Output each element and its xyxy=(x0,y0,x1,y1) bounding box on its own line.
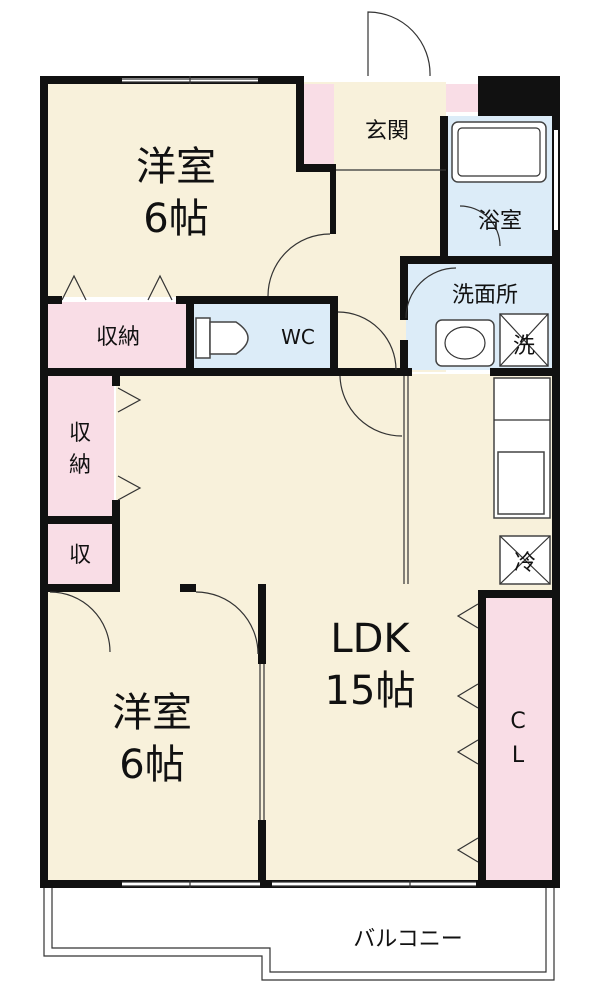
storage-small xyxy=(48,522,114,584)
fridge-label: 冷 xyxy=(514,551,536,576)
western-room-2 xyxy=(48,590,262,884)
entrance-shoe-cabinet-left xyxy=(304,84,334,164)
storage-main xyxy=(48,302,188,370)
western-room-1 xyxy=(48,82,336,297)
storage-side-label-2: 納 xyxy=(69,453,91,478)
storage-side xyxy=(48,374,114,518)
western-room-1-size: 6帖 xyxy=(143,196,208,242)
western-room-2-name: 洋室 xyxy=(112,690,192,736)
storage-main-label: 収納 xyxy=(96,325,140,350)
washer-label: 洗 xyxy=(513,334,535,359)
washroom-label: 洗面所 xyxy=(452,283,518,308)
western-room-1-name: 洋室 xyxy=(136,144,216,190)
closet-label-1: C xyxy=(510,709,525,734)
entrance-label: 玄関 xyxy=(365,119,409,144)
storage-side-label-1: 収 xyxy=(69,421,91,446)
balcony xyxy=(43,888,555,981)
western-room-2-size: 6帖 xyxy=(119,742,184,788)
ldk-name: LDK xyxy=(330,616,411,662)
closet xyxy=(486,596,552,884)
bath-label: 浴室 xyxy=(478,209,522,234)
storage-small-label: 収 xyxy=(69,543,91,568)
entrance-shoe-cabinet-right xyxy=(446,84,478,112)
wc-label: WC xyxy=(281,325,315,349)
balcony-label: バルコニー xyxy=(353,927,463,952)
ldk-size: 15帖 xyxy=(325,668,416,714)
closet-label-2: L xyxy=(512,743,525,768)
